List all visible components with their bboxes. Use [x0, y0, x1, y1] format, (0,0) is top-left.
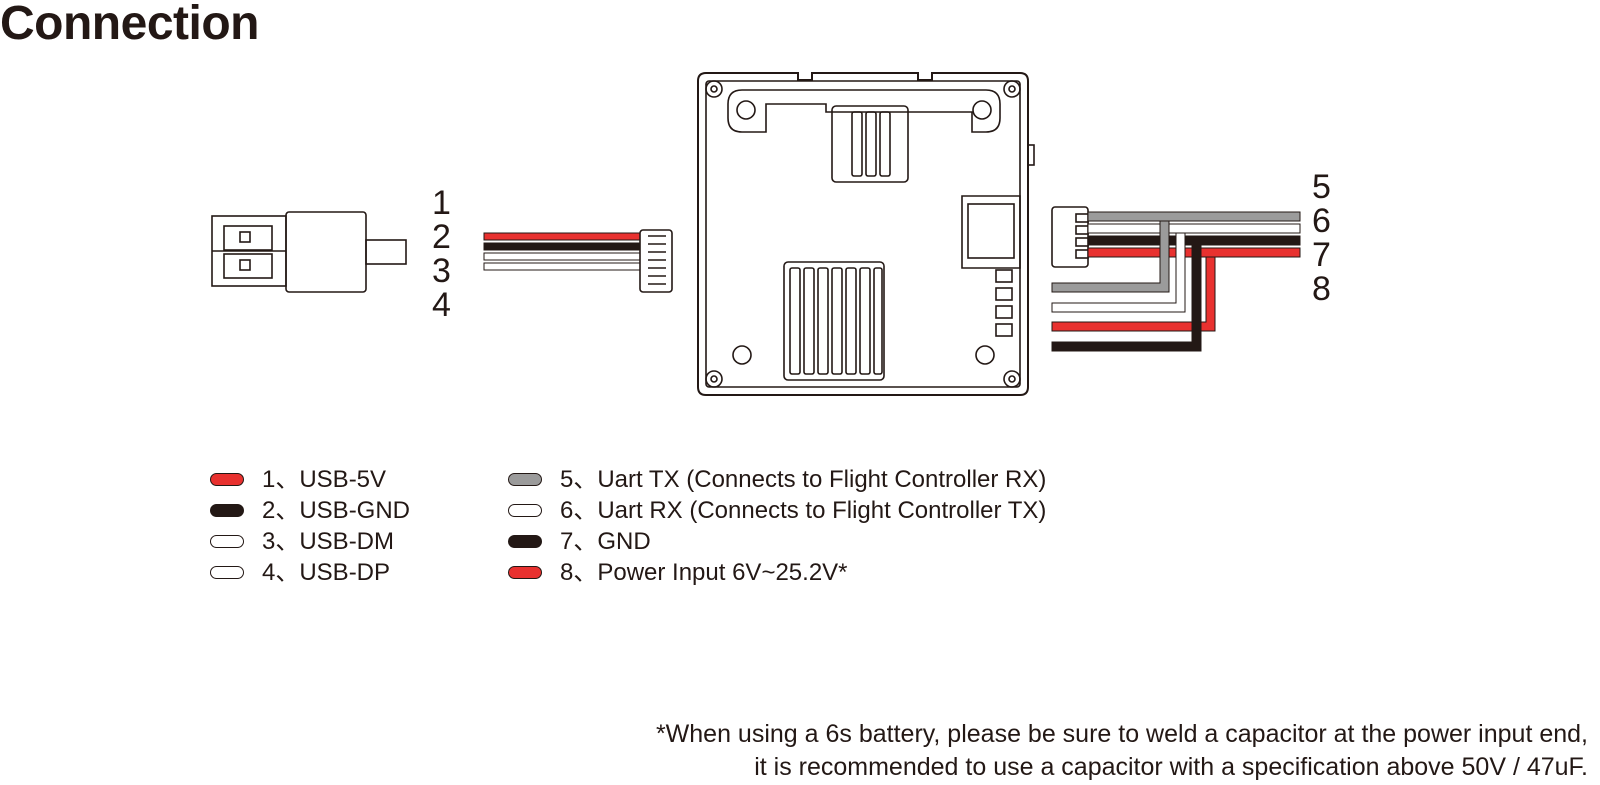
legend-item: 3、USB-DM — [210, 526, 410, 557]
legend-label: 1、USB-5V — [262, 466, 387, 493]
wire-color-swatch — [508, 473, 542, 486]
wire-color-swatch — [210, 504, 244, 517]
legend-item: 2、USB-GND — [210, 495, 410, 526]
pin-number: 6 — [1312, 202, 1331, 240]
usb-pin-numbers: 1 2 3 4 — [432, 186, 451, 322]
legend-label: 6、Uart RX (Connects to Flight Controller… — [560, 497, 1047, 524]
legend-item: 1、USB-5V — [210, 464, 410, 495]
legend-item: 8、Power Input 6V~25.2V* — [508, 557, 1046, 588]
jst-connector-icon — [1051, 206, 1089, 268]
pin-number: 4 — [432, 286, 451, 324]
legend-item: 5、Uart TX (Connects to Flight Controller… — [508, 464, 1046, 495]
power-pin-numbers: 5 6 7 8 — [1312, 170, 1331, 306]
pin-number: 1 — [432, 184, 451, 222]
vtx-module-icon — [697, 72, 1035, 396]
legend-label: 8、Power Input 6V~25.2V* — [560, 559, 848, 586]
legend-label: 5、Uart TX (Connects to Flight Controller… — [560, 466, 1047, 493]
usb-a-plug-icon — [211, 211, 407, 293]
power-wire-legend: 5、Uart TX (Connects to Flight Controller… — [508, 464, 1046, 588]
legend-item: 6、Uart RX (Connects to Flight Controller… — [508, 495, 1046, 526]
page-title: Connection — [0, 0, 259, 50]
legend-label: 4、USB-DP — [262, 559, 391, 586]
power-uart-wire-bundle — [1051, 211, 1301, 352]
pin-number: 7 — [1312, 236, 1331, 274]
pin-number: 5 — [1312, 168, 1331, 206]
wire-color-swatch — [508, 504, 542, 517]
wire-color-swatch — [210, 535, 244, 548]
usb-wire-bundle — [483, 232, 641, 271]
legend-label: 3、USB-DM — [262, 528, 395, 555]
wire-color-swatch — [508, 566, 542, 579]
legend-item: 7、GND — [508, 526, 1046, 557]
wire-color-swatch — [210, 473, 244, 486]
legend-label: 2、USB-GND — [262, 497, 411, 524]
usb-wire-legend: 1、USB-5V 2、USB-GND 3、USB-DM 4、USB-DP — [210, 464, 410, 588]
jst-connector-icon — [639, 229, 673, 293]
pin-number: 8 — [1312, 270, 1331, 308]
note-line: *When using a 6s battery, please be sure… — [655, 720, 1588, 748]
legend-label: 7、GND — [560, 528, 651, 555]
pin-number: 2 — [432, 218, 451, 256]
capacitor-note: *When using a 6s battery, please be sure… — [656, 718, 1588, 784]
pin-number: 3 — [432, 252, 451, 290]
note-line: it is recommended to use a capacitor wit… — [754, 753, 1588, 781]
wire-color-swatch — [508, 535, 542, 548]
wire-color-swatch — [210, 566, 244, 579]
legend-item: 4、USB-DP — [210, 557, 410, 588]
